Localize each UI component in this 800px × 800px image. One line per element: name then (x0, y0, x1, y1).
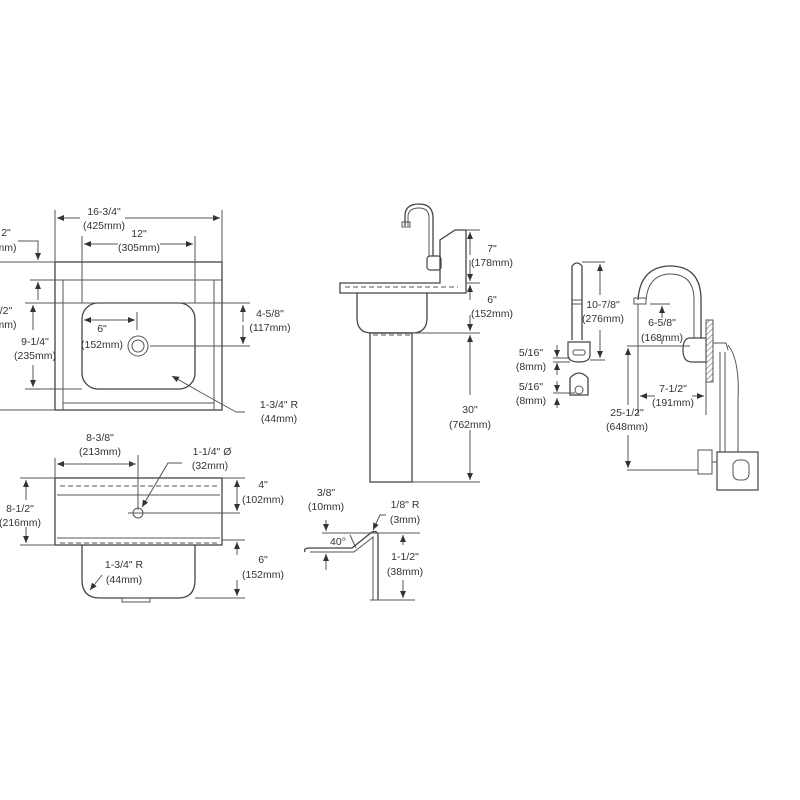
dim-valve-drop-in: 25-1/2" (610, 407, 644, 419)
dim-reach-mm: (191mm) (652, 397, 694, 409)
dim-front-radius-mm: (44mm) (106, 574, 142, 586)
dim-hole-offset-in: 8-3/8" (86, 432, 114, 444)
edge-detail: 3/8" (10mm) 40° 1/8" R (3mm) 1-1/2" (38m… (303, 487, 423, 601)
dim-bend-radius-mm: (3mm) (390, 514, 420, 526)
dim-apron-in: 8-1/2" (6, 503, 34, 515)
dim-backsplash-in: 7" (487, 243, 497, 255)
dim-corner-radius-mm: (44mm) (261, 413, 297, 425)
dim-bend-radius-in: 1/8" R (391, 499, 420, 511)
clipped-label-2-mm: mm) (0, 319, 17, 331)
dim-hole-offset-mm: (213mm) (79, 446, 121, 458)
dim-sensor1-mm: (8mm) (516, 361, 546, 373)
dim-hole-diameter-in: 1-1/4" Ø (193, 446, 232, 458)
faucet-side-view: 6-5/8" (168mm) 7-1/2" (191mm) 25-1/2" (6… (606, 265, 759, 491)
dim-lip-in: 3/8" (317, 487, 336, 499)
clipped-label-1-in: 2" (1, 227, 11, 239)
top-view: 16-3/4" (425mm) 12" (305mm) 9-1/4" (235m… (0, 206, 298, 425)
drain-icon (127, 335, 149, 357)
dim-drain-edge-mm: (117mm) (249, 322, 290, 334)
dim-edge-height-in: 1-1/2" (391, 551, 419, 563)
dim-apron-mm: (216mm) (0, 517, 41, 529)
dim-bowl-depth-mm: (235mm) (14, 350, 56, 362)
dim-reach-in: 7-1/2" (659, 383, 687, 395)
dim-side-bowl-in: 6" (487, 294, 497, 306)
dim-backsplash-mm: (178mm) (471, 257, 513, 269)
side-view: 7" (178mm) 6" (152mm) 30" (762mm) (339, 203, 513, 483)
dim-sensor2-in: 5/16" (519, 381, 543, 393)
dim-sensor1-in: 5/16" (519, 347, 543, 359)
dim-sensor2-mm: (8mm) (516, 395, 546, 407)
dim-drain-edge-in: 4-5/8" (256, 308, 284, 320)
dim-edge-height-mm: (38mm) (387, 566, 423, 578)
dim-width-mm: (425mm) (83, 220, 125, 232)
sensor-icon (567, 341, 591, 363)
dim-front-bowl-mm: (152mm) (242, 569, 284, 581)
mixing-valve-icon (716, 451, 759, 491)
dim-bowl-depth-in: 9-1/4" (21, 336, 49, 348)
dim-front-radius-in: 1-3/4" R (105, 559, 144, 571)
dim-hole-height-mm: (102mm) (242, 494, 284, 506)
gooseneck-spout-icon (404, 203, 434, 256)
dim-hole-diameter-mm: (32mm) (192, 460, 228, 472)
front-view: 8-3/8" (213mm) 1-1/4" Ø (32mm) 4" (102mm… (0, 432, 284, 603)
clipped-label-1-mm: mm) (0, 242, 17, 254)
dim-lip-mm: (10mm) (308, 501, 344, 513)
dim-pedestal-mm: (762mm) (449, 419, 491, 431)
dim-drain-offset-mm: (152mm) (81, 339, 123, 351)
faucet-spout-icon (637, 265, 702, 338)
dim-side-bowl-mm: (152mm) (471, 308, 513, 320)
clipped-label-2-in: /2" (0, 305, 13, 317)
dim-corner-radius-in: 1-3/4" R (260, 399, 299, 411)
dim-width-in: 16-3/4" (87, 206, 121, 218)
dim-pedestal-in: 30" (462, 404, 478, 416)
dim-bowl-width-in: 12" (131, 228, 147, 240)
dim-bowl-width-mm: (305mm) (118, 242, 160, 254)
dim-front-bowl-in: 6" (258, 554, 268, 566)
dim-outlet-height-mm: (168mm) (641, 332, 683, 344)
dim-spout-height-in: 10-7/8" (586, 299, 620, 311)
dim-angle: 40° (330, 536, 346, 548)
dim-spout-height-mm: (276mm) (582, 313, 624, 325)
dim-hole-height-in: 4" (258, 479, 268, 491)
dim-valve-drop-mm: (648mm) (606, 421, 648, 433)
dim-drain-offset-in: 6" (97, 323, 107, 335)
wall-icon (705, 319, 714, 383)
dim-outlet-height-in: 6-5/8" (648, 317, 676, 329)
faucet-front-view: 10-7/8" (276mm) 5/16" (8mm) 5/16" (8mm) (516, 261, 624, 408)
